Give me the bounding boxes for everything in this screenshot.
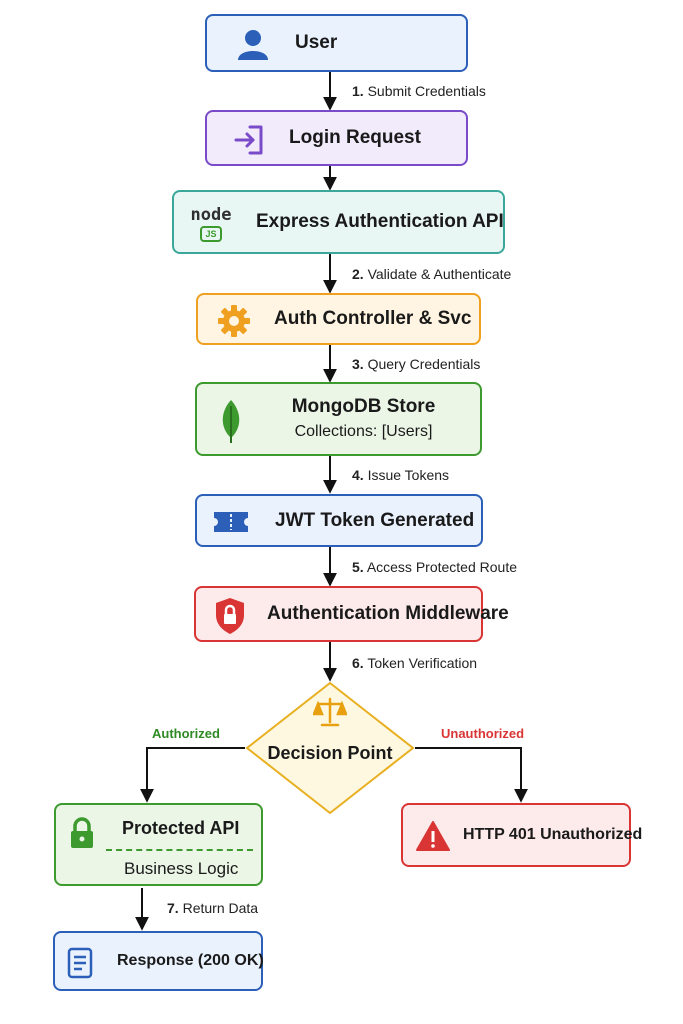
scales-icon: [312, 695, 348, 729]
nodejs-logo-text: node: [190, 205, 232, 225]
express-title: Express Authentication API: [256, 211, 504, 232]
jwt-token-node: JWT Token Generated: [195, 494, 483, 547]
mongodb-subtitle: Collections: [Users]: [294, 423, 433, 440]
auth-middleware-node: Authentication Middleware: [194, 586, 509, 642]
auth-controller-title: Auth Controller & Svc: [274, 308, 472, 329]
login-request-node: Login Request: [205, 110, 468, 166]
step-label-4: 4. Issue Tokens: [352, 467, 450, 483]
branch-label-authorized: Authorized: [152, 726, 220, 741]
step-label-3: 3. Query Credentials: [352, 356, 481, 372]
mongodb-node: MongoDB Store Collections: [Users]: [195, 382, 482, 456]
shield-lock-icon: [212, 596, 248, 636]
http-401-node: HTTP 401 Unauthorized: [401, 803, 642, 867]
protected-api-divider: [106, 849, 253, 851]
response-node: Response (200 OK): [53, 931, 264, 991]
auth-controller-node: Auth Controller & Svc: [196, 293, 481, 345]
ticket-icon: [211, 508, 251, 536]
leaf-icon: [215, 397, 247, 445]
jwt-title: JWT Token Generated: [275, 509, 475, 531]
branch-label-unauthorized: Unauthorized: [441, 726, 525, 741]
http-401-title: HTTP 401 Unauthorized: [463, 826, 643, 843]
user-title: User: [295, 32, 338, 53]
decision-title: Decision Point: [267, 743, 393, 763]
user-node: User: [205, 14, 468, 72]
decision-node: Decision Point: [245, 681, 415, 815]
step-label-2: 2. Validate & Authenticate: [352, 266, 512, 282]
warning-icon: [415, 819, 451, 853]
document-icon: [65, 945, 95, 981]
protected-api-node: Protected API Business Logic: [54, 803, 263, 886]
nodejs-icon: node JS: [184, 202, 238, 246]
step-label-7: 7. Return Data: [167, 900, 259, 916]
express-api-node: node JS Express Authentication API: [172, 190, 505, 254]
mongodb-title: MongoDB Store: [291, 396, 436, 417]
user-icon: [235, 26, 271, 62]
middleware-title: Authentication Middleware: [267, 603, 509, 624]
gear-icon: [216, 303, 252, 339]
step-label-1: 1. Submit Credentials: [352, 83, 486, 99]
protected-api-title: Protected API: [122, 818, 240, 838]
step-label-6: 6. Token Verification: [352, 655, 478, 671]
lock-icon: [66, 815, 98, 851]
nodejs-logo-badge: JS: [200, 226, 222, 242]
response-title: Response (200 OK): [117, 952, 264, 969]
login-title: Login Request: [289, 127, 421, 148]
step-label-5: 5. Access Protected Route: [352, 559, 517, 575]
login-icon: [231, 122, 267, 158]
protected-api-subtitle: Business Logic: [124, 859, 239, 878]
